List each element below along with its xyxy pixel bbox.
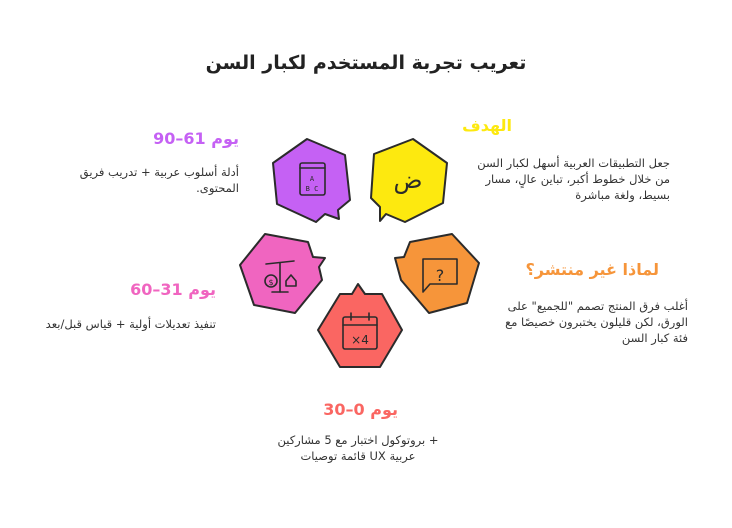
balance-scale-icon: $ (264, 260, 297, 293)
day-61-90-heading: يوم 61–90 (153, 129, 239, 148)
abc-book-icon: A B C (299, 162, 326, 196)
calendar-x4-icon: ×4 (342, 312, 378, 350)
arabic-letter-dad-icon: ض (393, 166, 422, 194)
svg-text:?: ? (436, 266, 445, 285)
hexagon-yellow (370, 138, 448, 223)
svg-text:A: A (310, 175, 315, 183)
day-0-30-heading: يوم 0–30 (323, 400, 398, 419)
goal-text: جعل التطبيقات العربية أسهل لكبار السن من… (477, 156, 670, 202)
svg-text:B C: B C (306, 185, 319, 193)
why-text: أغلب فرق المنتج تصمم "للجميع" على الورق،… (505, 299, 688, 345)
day-61-90-text: أدلة أسلوب عربية + تدريب فريق المحتوى. (79, 165, 239, 195)
hexagon-orange (394, 233, 480, 314)
goal-heading: الهدف (462, 116, 512, 135)
svg-text:$: $ (268, 278, 273, 287)
svg-text:ض: ض (393, 166, 422, 194)
day-31-60-heading: يوم 31–60 (130, 280, 216, 299)
page-title: تعريب تجربة المستخدم لكبار السن (205, 52, 527, 74)
svg-text:×4: ×4 (351, 333, 369, 347)
day-0-30-text: + بروتوكول اختبار مع 5 مشاركين عربية UX … (277, 433, 439, 463)
why-heading: لماذا غير منتشر؟ (525, 260, 659, 279)
hexagon-purple (272, 138, 351, 223)
hexagon-pink (239, 233, 326, 314)
day-31-60-text: تنفيذ تعديلات أولية + قياس قبل/بعد (45, 317, 216, 331)
question-speech-bubble-icon: ? (422, 258, 458, 293)
